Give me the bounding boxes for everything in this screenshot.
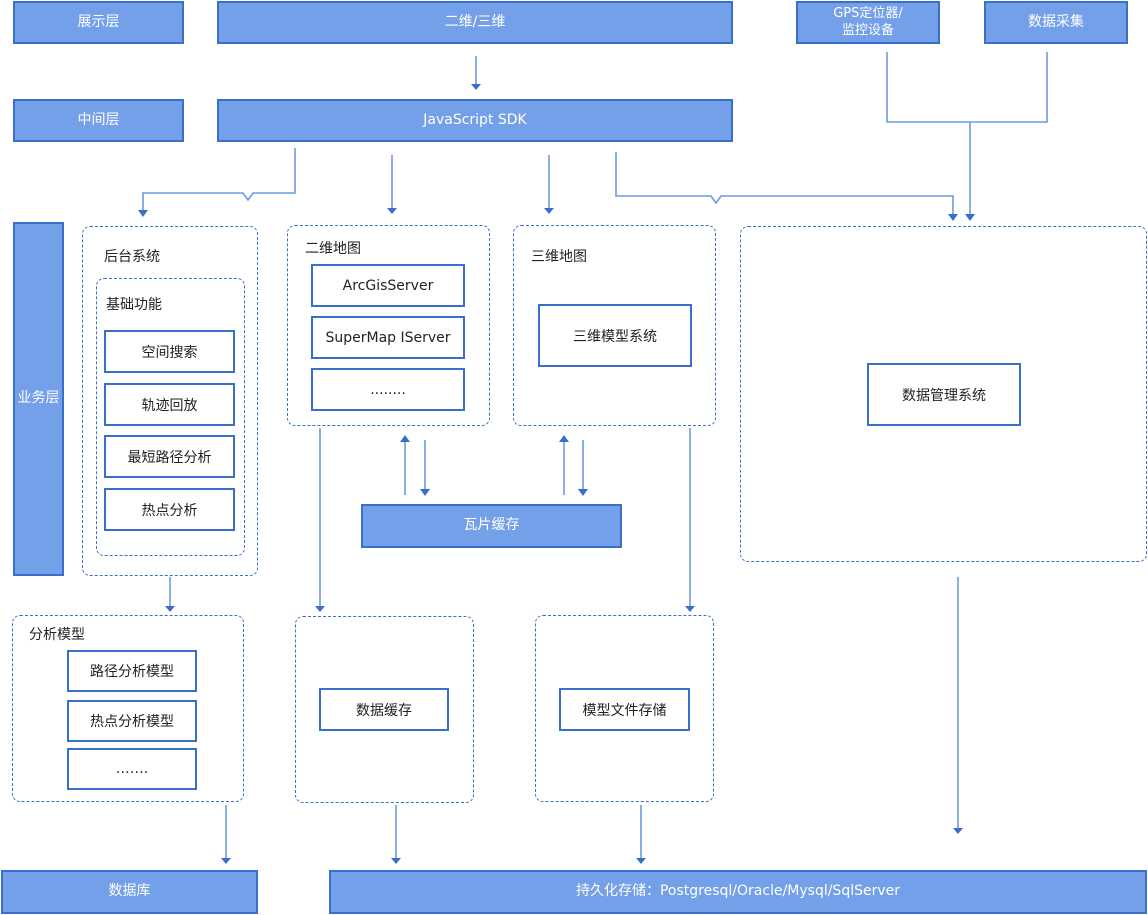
arcgis-server-box: ArcGisServer [311,264,465,307]
basic-functions-title: 基础功能 [106,297,162,313]
model-3d-system-box: 三维模型系统 [538,304,692,367]
middle-layer-label: 中间层 [13,99,184,142]
map-2d-title: 二维地图 [305,241,361,257]
hotspot-analysis-model-box: 热点分析模型 [67,700,197,742]
map-2d-more-box: ........ [311,368,465,411]
map-3d-title: 三维地图 [531,249,587,265]
path-analysis-model-box: 路径分析模型 [67,650,197,692]
model-storage-container [535,615,714,802]
analysis-model-container [12,615,244,802]
data-management-system-box: 数据管理系统 [867,363,1021,426]
analysis-model-title: 分析模型 [29,627,85,643]
gps-monitor-box: GPS定位器/ 监控设备 [796,1,940,44]
model-file-storage-box: 模型文件存储 [559,688,690,731]
backend-system-title: 后台系统 [104,249,160,265]
spatial-search-box: 空间搜索 [104,330,235,373]
analysis-more-box: ……. [67,748,197,790]
data-management-container [740,226,1147,562]
hotspot-analysis-box: 热点分析 [104,488,235,531]
tile-cache-box: 瓦片缓存 [361,504,622,548]
track-playback-box: 轨迹回放 [104,383,235,426]
basic-functions-container [96,278,245,556]
shortest-path-box: 最短路径分析 [104,435,235,478]
supermap-iserver-box: SuperMap IServer [311,316,465,359]
map-3d-container [513,225,716,426]
javascript-sdk-box: JavaScript SDK [217,99,733,142]
view-2d-3d-box: 二维/三维 [217,1,733,44]
backend-system-container [82,226,258,576]
database-box: 数据库 [1,870,258,914]
data-cache-box: 数据缓存 [319,688,449,731]
presentation-layer-label: 展示层 [13,1,184,44]
data-cache-container [295,616,474,803]
business-layer-label: 业务层 [13,222,64,576]
map-2d-container [287,225,490,426]
data-collection-box: 数据采集 [984,1,1128,44]
persistence-storage-box: 持久化存储：Postgresql/Oracle/Mysql/SqlServer [329,870,1147,914]
